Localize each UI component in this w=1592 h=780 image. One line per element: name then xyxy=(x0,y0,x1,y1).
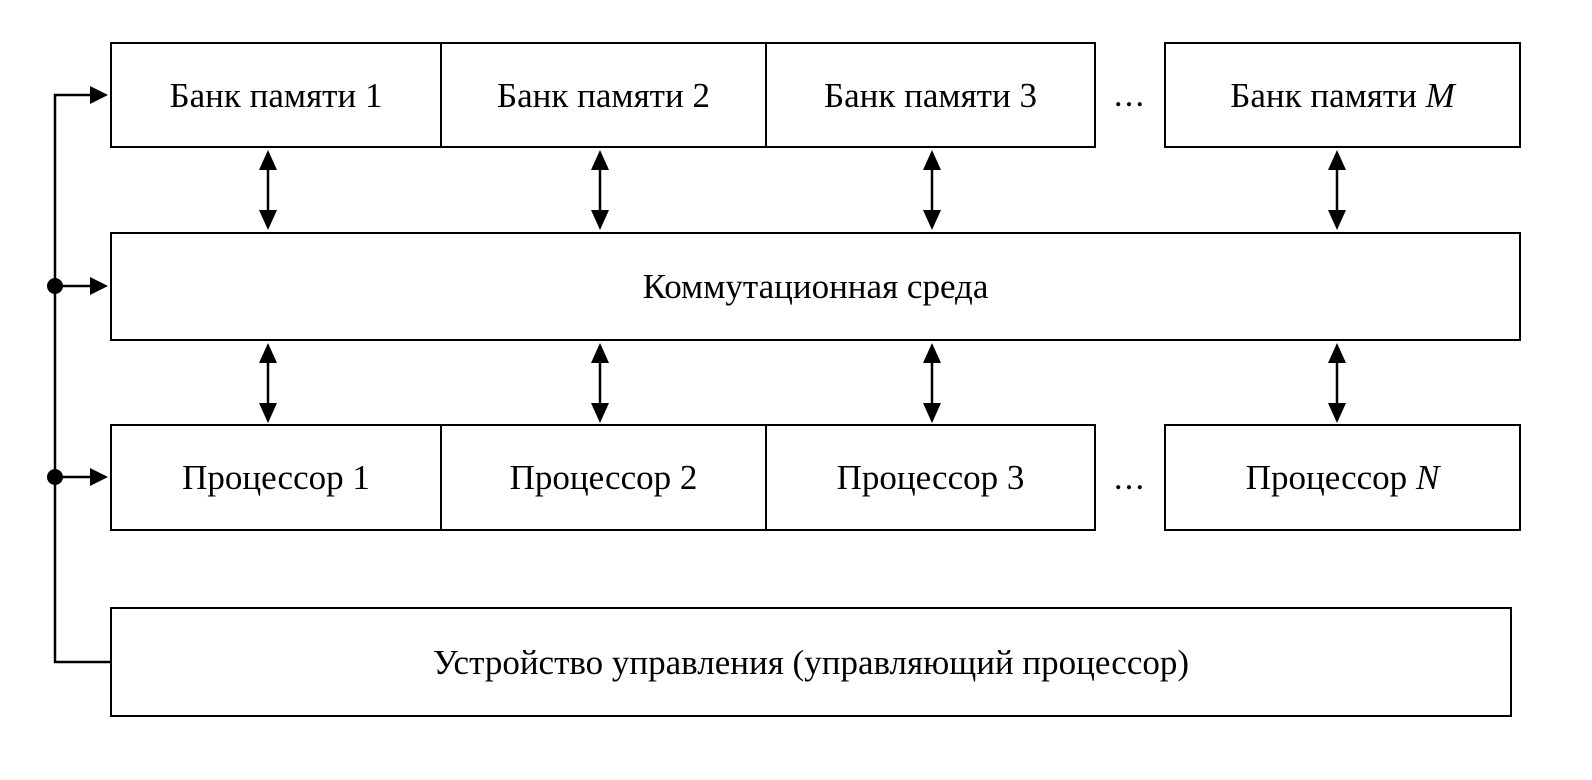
processor-3-box: Процессор 3 xyxy=(765,424,1096,531)
double-arrow-icon xyxy=(923,150,941,230)
memory-bank-2-box: Банк памяти 2 xyxy=(440,42,767,148)
processor-2-box: Процессор 2 xyxy=(440,424,767,531)
arrow-right-icon xyxy=(90,277,108,295)
memory-switch-arrows xyxy=(259,150,1346,230)
processor-2-label: Процессор 2 xyxy=(509,458,698,497)
control-bus-lines xyxy=(47,86,110,664)
processor-3-label: Процессор 3 xyxy=(836,458,1025,497)
processor-n-label: Процессор xyxy=(1245,458,1408,497)
arrow-right-icon xyxy=(90,86,108,104)
processor-n-box: Процессор N xyxy=(1164,424,1521,531)
switch-processor-arrows xyxy=(259,343,1346,423)
double-arrow-icon xyxy=(259,343,277,423)
double-arrow-icon xyxy=(1328,150,1346,230)
memory-bank-2-label: Банк памяти 2 xyxy=(497,75,710,115)
memory-bank-m-label: Банк памяти xyxy=(1230,75,1417,115)
control-unit-box: Устройство управления (управляющий проце… xyxy=(110,607,1512,717)
double-arrow-icon xyxy=(259,150,277,230)
double-arrow-icon xyxy=(1328,343,1346,423)
switch-medium-label: Коммутационная среда xyxy=(642,267,989,306)
junction-dot xyxy=(47,278,63,294)
memory-bank-m-box: Банк памяти M xyxy=(1164,42,1521,148)
switch-medium-box: Коммутационная среда xyxy=(110,232,1521,341)
junction-dot xyxy=(47,469,63,485)
memory-bank-3-box: Банк памяти 3 xyxy=(765,42,1096,148)
processor-row-ellipsis: ... xyxy=(1113,457,1147,497)
double-arrow-icon xyxy=(923,343,941,423)
control-bus-rail xyxy=(53,93,110,664)
memory-bank-3-label: Банк памяти 3 xyxy=(824,75,1037,115)
processor-1-label: Процессор 1 xyxy=(182,458,370,497)
processor-n-index: N xyxy=(1415,458,1440,497)
double-arrow-icon xyxy=(591,150,609,230)
processor-1-box: Процессор 1 xyxy=(110,424,442,531)
control-unit-label: Устройство управления (управляющий проце… xyxy=(432,642,1190,682)
memory-row-ellipsis: ... xyxy=(1113,75,1147,114)
memory-bank-m-index: M xyxy=(1425,75,1455,115)
memory-bank-1-label: Банк памяти 1 xyxy=(169,75,383,115)
arrow-right-icon xyxy=(90,468,108,486)
double-arrow-icon xyxy=(591,343,609,423)
memory-bank-1-box: Банк памяти 1 xyxy=(110,42,442,148)
